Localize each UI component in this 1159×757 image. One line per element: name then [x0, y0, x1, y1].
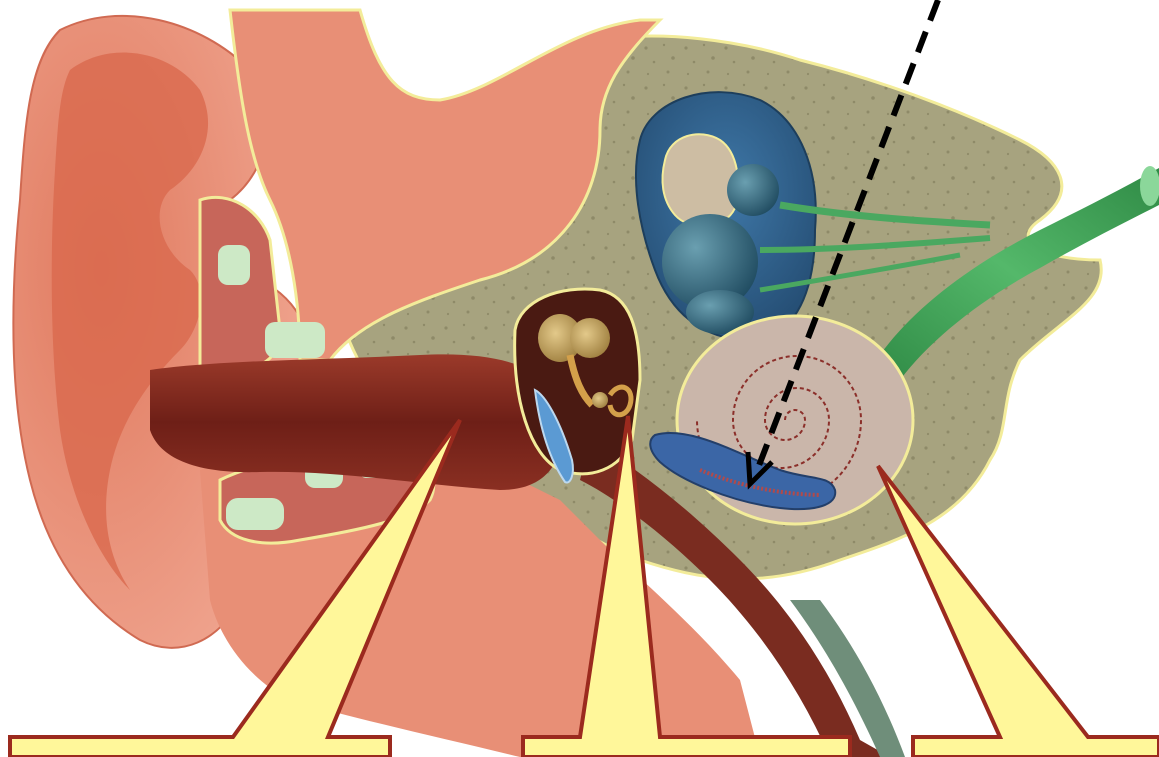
stapes-head: [592, 392, 608, 408]
cartilage-spot-2: [265, 322, 325, 358]
canal-loop: [662, 134, 738, 226]
incus: [570, 318, 610, 358]
cartilage-spot-1: [218, 245, 250, 285]
vestibule-ampulla: [727, 164, 779, 216]
cartilage-spot-3: [226, 498, 284, 530]
